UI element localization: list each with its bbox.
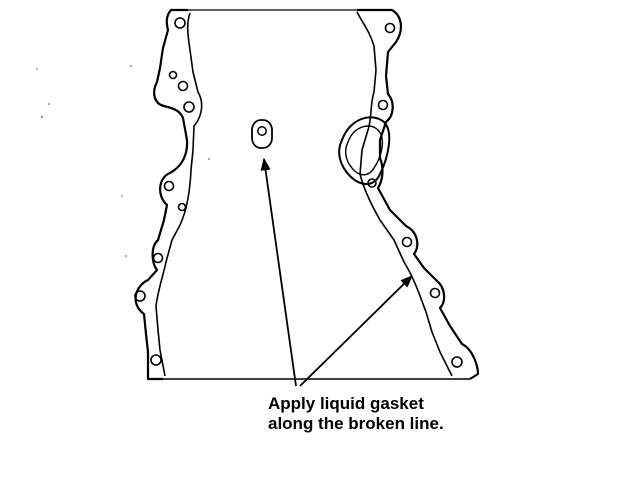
- bolt-hole: [168, 70, 178, 80]
- bolt-hole: [384, 22, 396, 34]
- bolt-hole: [163, 180, 175, 192]
- leader-arrow-right: [299, 275, 413, 387]
- bolt-holes: [134, 17, 463, 368]
- bolt-hole: [150, 354, 162, 366]
- bolt-hole: [152, 252, 164, 264]
- left-gasket-inner-line: [155, 12, 203, 377]
- bolt-hole: [134, 290, 146, 302]
- center-dowel-hole: [257, 126, 267, 136]
- callout-line-1: Apply liquid gasket: [268, 394, 424, 413]
- right-gasket-flange: [357, 8, 480, 380]
- bolt-hole: [177, 80, 189, 92]
- leader-arrow-center: [260, 157, 297, 387]
- bolt-hole: [451, 356, 463, 368]
- bolt-hole: [177, 202, 187, 212]
- center-dowel-boss: [251, 119, 273, 149]
- bolt-hole: [174, 17, 186, 29]
- oil-passage-outline: [338, 116, 391, 185]
- bolt-hole: [429, 287, 441, 299]
- callout-line-2: along the broken line.: [268, 414, 444, 433]
- callout-text: Apply liquid gasket along the broken lin…: [268, 394, 444, 434]
- bolt-hole: [183, 101, 195, 113]
- bolt-hole: [377, 99, 389, 111]
- bolt-hole: [367, 178, 377, 188]
- scan-specks: [36, 65, 210, 257]
- bolt-hole: [401, 236, 413, 248]
- right-gasket-inner-line: [356, 11, 453, 377]
- left-gasket-flange: [134, 8, 189, 381]
- oil-passage-inner-outline: [344, 125, 384, 176]
